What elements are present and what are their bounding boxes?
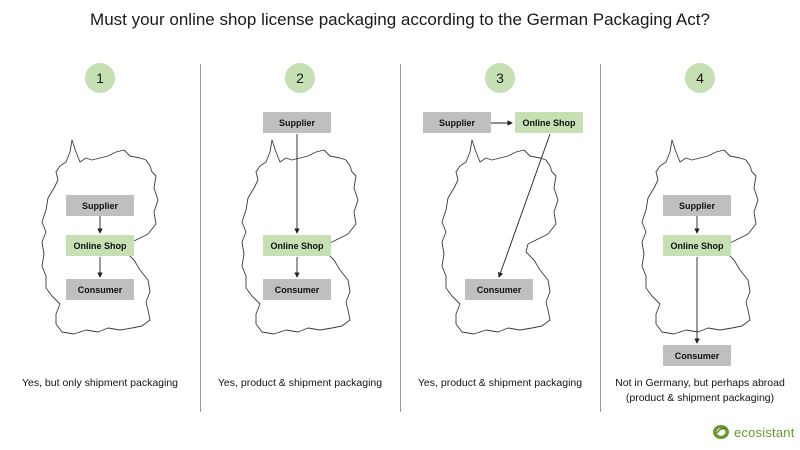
supplier-box: Supplier [66,195,134,216]
step-number-2: 2 [285,63,315,93]
flow-arrows-3 [491,120,551,278]
online-shop-box: Online Shop [515,112,583,133]
leaf-icon [713,425,729,439]
supplier-box: Supplier [423,112,491,133]
consumer-box: Consumer [66,279,134,300]
supplier-box: Supplier [263,112,331,133]
online-shop-box: Online Shop [66,235,134,256]
brand-name: ecosistant [734,424,795,440]
arrow-shop-to-consumer [497,133,551,278]
diagram-title: Must your online shop license packaging … [90,10,710,29]
step-number-4: 4 [685,63,715,93]
panel-1: 1 Supplier Online Shop Consumer Yes, but… [0,0,200,450]
step-number-3: 3 [485,63,515,93]
panel-3: 3 Supplier Online Shop Consumer Yes, pro… [400,0,600,450]
caption-4-line-1: Not in Germany, but perhaps abroad [615,377,785,389]
caption-2: Yes, product & shipment packaging [200,376,400,391]
flow-arrows-2 [294,134,300,278]
divider-1 [200,64,201,412]
consumer-box: Consumer [663,345,731,366]
caption-2-line-1: Yes, product & shipment packaging [217,377,383,389]
caption-3-line-1: Yes, product & shipment packaging [417,377,583,389]
caption-1: Yes, but only shipment packaging [0,376,200,391]
caption-3: Yes, product & shipment packaging [400,376,600,391]
ecosistant-logo: ecosistant [712,424,795,440]
panel-4: 4 Supplier Online Shop Consumer Not in G… [600,0,800,450]
online-shop-box: Online Shop [263,235,331,256]
step-number-1: 1 [85,63,115,93]
caption-4-line-2: (product & shipment packaging) [625,392,775,404]
caption-4: Not in Germany, but perhaps abroad (prod… [600,376,800,406]
panel-2: 2 Supplier Online Shop Consumer Yes, pro… [200,0,400,450]
supplier-box: Supplier [663,195,731,216]
consumer-box: Consumer [263,279,331,300]
consumer-box: Consumer [465,279,533,300]
flow-arrows-4 [694,216,700,344]
online-shop-box: Online Shop [663,235,731,256]
caption-1-line-1: Yes, but only shipment packaging [21,377,179,389]
divider-3 [600,64,601,412]
flow-arrows-1 [97,216,103,278]
divider-2 [400,64,401,412]
